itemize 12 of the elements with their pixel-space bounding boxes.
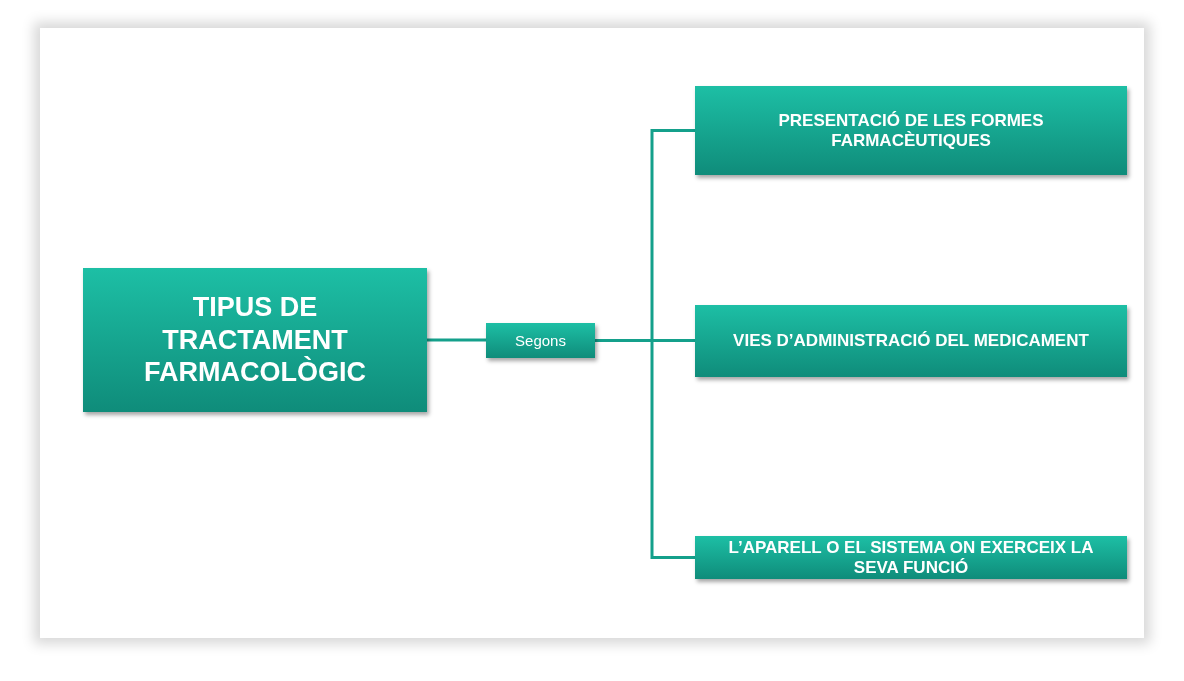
process-box [695, 305, 1127, 377]
box-text: PRESENTACIÓ DE LES FORMES FARMACÈUTIQUES [777, 110, 1045, 151]
process-box [695, 86, 1127, 175]
box-text: L’APARELL O EL SISTEMA ON EXERCEIX LA SEVA FUNCIÓ [727, 537, 1095, 578]
connector-line [427, 338, 486, 342]
box-text: VIES D’ADMINISTRACIÓ DEL MEDICAMENT [733, 331, 1089, 351]
process-box [83, 268, 427, 412]
label-box [486, 323, 595, 358]
box-text: TIPUS DE TRACTAMENT FARMACOLÒGIC [143, 291, 367, 389]
box-text: Segons [515, 333, 566, 348]
connector-line [595, 339, 695, 559]
process-box [695, 536, 1127, 579]
